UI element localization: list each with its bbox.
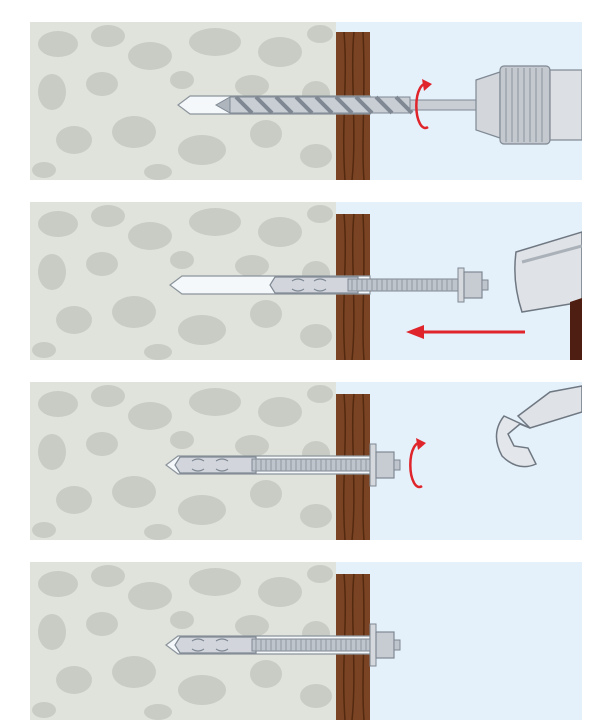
step-1-drill (30, 22, 582, 180)
insert-direction-arrow-icon (406, 325, 525, 339)
step-2-insert (30, 202, 582, 360)
anchor-bolt-icon (174, 443, 401, 487)
aggregate-stones (32, 25, 333, 180)
step-3-tighten (30, 382, 582, 540)
anchor-bolt-icon (174, 623, 401, 667)
aggregate-stones (32, 565, 333, 720)
step-4-installed (30, 562, 582, 720)
rotation-arrow-icon (415, 79, 432, 130)
aggregate-stones (32, 205, 333, 360)
anchor-bolt-icon (269, 267, 489, 303)
aggregate-stones (32, 385, 333, 540)
step-2-drawing (30, 202, 582, 360)
rotation-arrow-icon (409, 438, 426, 489)
step-4-drawing (30, 562, 582, 720)
drill-bit-icon (214, 95, 481, 115)
drill-chuck-icon (475, 65, 582, 145)
hammer-icon (514, 231, 582, 360)
wrench-icon (495, 385, 582, 468)
step-3-drawing (30, 382, 582, 540)
step-1-drawing (30, 22, 582, 180)
